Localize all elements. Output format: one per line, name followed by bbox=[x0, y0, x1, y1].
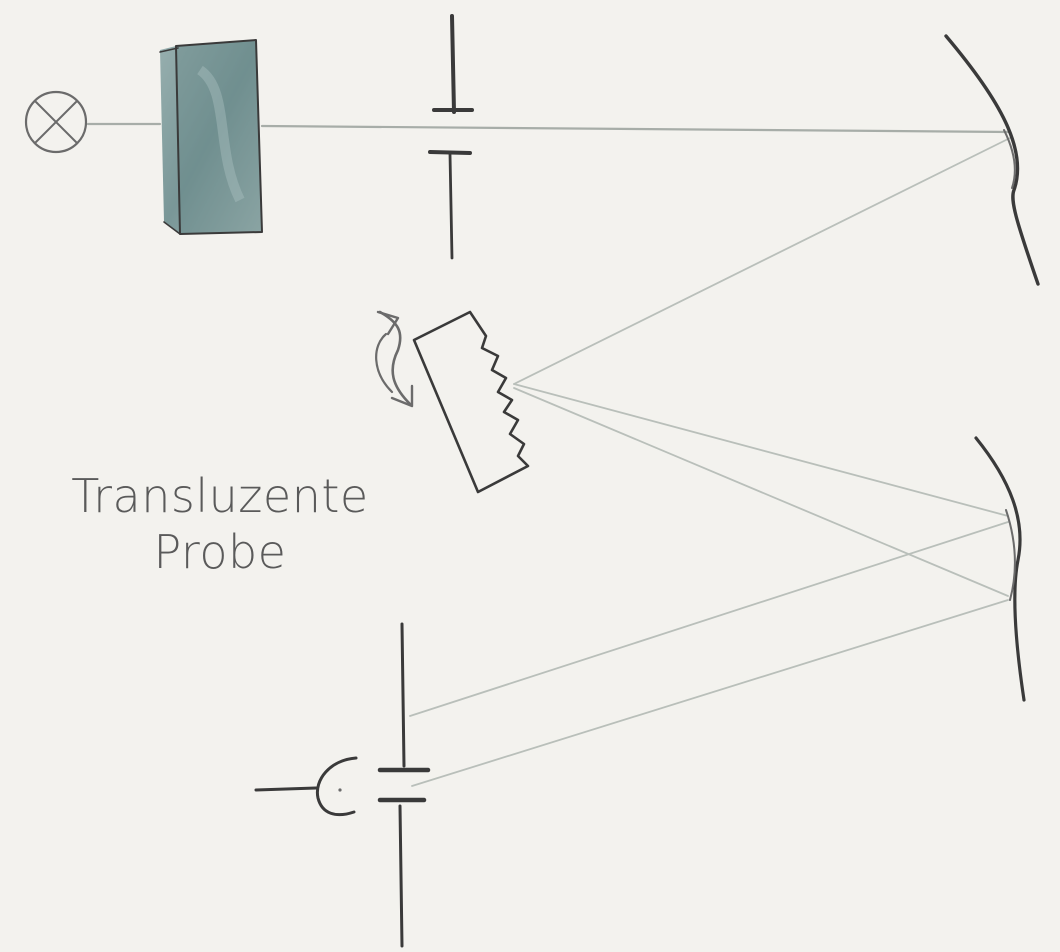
ray-grating-to-mirror2-a bbox=[513, 383, 1009, 517]
sample-label-line1: Transluzente bbox=[71, 469, 369, 523]
rotation-arrow-icon bbox=[375, 310, 414, 408]
ray-mirror2-to-slit-a bbox=[409, 521, 1009, 717]
collimating-mirror bbox=[944, 34, 1040, 286]
ray-grating-to-mirror2-b bbox=[513, 387, 1009, 597]
diffraction-grating bbox=[412, 310, 530, 494]
light-rays bbox=[86, 122, 1012, 787]
sample-label: Transluzente Probe bbox=[40, 468, 400, 580]
sample-label-line2: Probe bbox=[153, 525, 287, 579]
entrance-slit bbox=[428, 14, 474, 260]
focusing-mirror bbox=[974, 436, 1026, 702]
ray-mirror-to-grating bbox=[513, 137, 1011, 385]
detector-icon bbox=[254, 756, 358, 817]
exit-slit bbox=[377, 622, 431, 948]
ray-filter-to-mirror bbox=[260, 124, 1012, 134]
ray-mirror2-to-slit-b bbox=[411, 599, 1009, 787]
filter-block bbox=[159, 39, 263, 235]
lamp-crossed-circle-icon bbox=[24, 90, 88, 154]
